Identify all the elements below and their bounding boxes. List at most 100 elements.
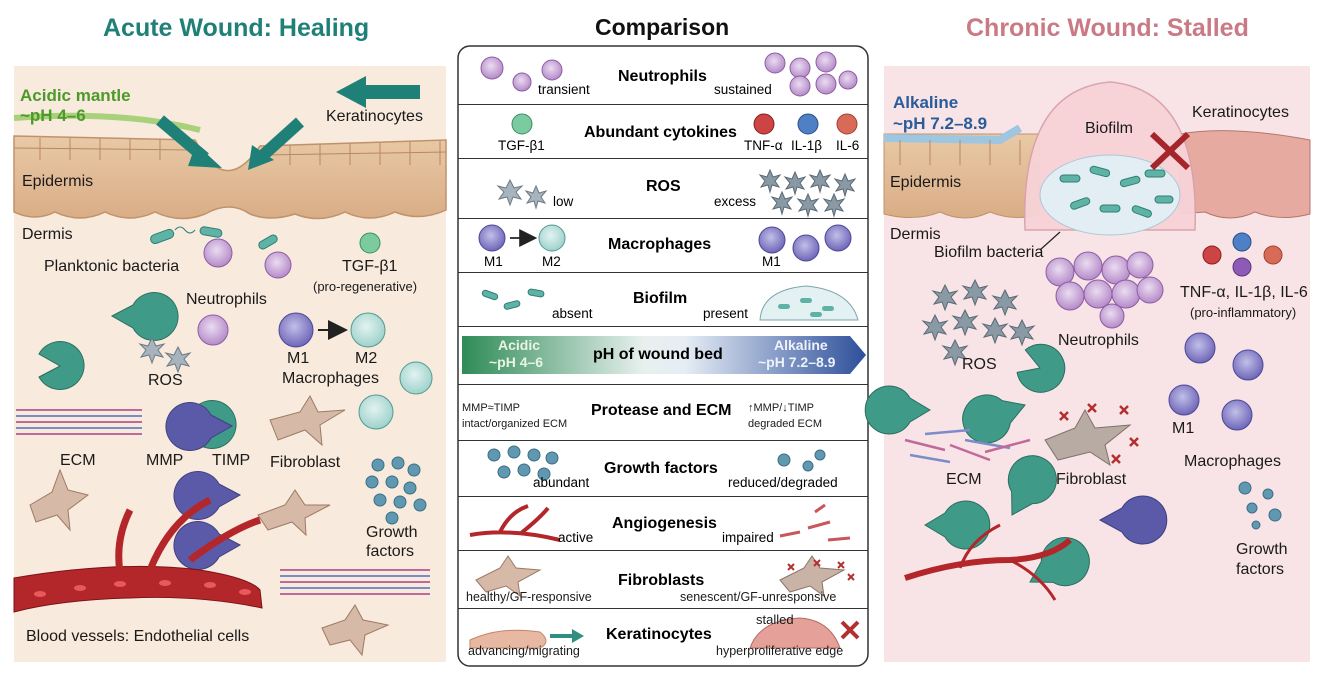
row-protease-title: Protease and ECM: [591, 402, 732, 419]
row-protease-left: MMP≈TIMP: [462, 402, 520, 414]
biofilm-label: Biofilm: [1085, 120, 1134, 137]
row-sep-2: [458, 158, 868, 159]
degraded-ecm-right: [904, 428, 1031, 464]
row-biofilm-right: present: [703, 306, 749, 321]
neutrophils-label-left: Neutrophils: [186, 291, 267, 308]
keratinocytes-label-right: Keratinocytes: [1192, 104, 1289, 121]
row-ph-left: Acidic: [498, 337, 541, 353]
row-sep-1: [458, 104, 868, 105]
neutrophils-left: [197, 238, 292, 346]
dermis-label-right: Dermis: [890, 226, 941, 243]
macrophages-label-left: Macrophages: [282, 370, 379, 387]
acidic-mantle-ph: ~pH 4–6: [20, 106, 86, 125]
planktonic-bacteria-label: Planktonic bacteria: [44, 258, 180, 275]
row-ros-right: excess: [714, 194, 757, 209]
row-biofilm-left: absent: [552, 306, 593, 321]
row-growth-right: reduced/degraded: [728, 475, 838, 490]
row-growth-left: abundant: [533, 475, 590, 490]
row-ph-right: Alkaline: [774, 337, 828, 353]
ecm-label-right: ECM: [946, 471, 982, 488]
acute-epidermis-layer: [13, 135, 447, 220]
fibroblast-label-left: Fibroblast: [270, 454, 341, 471]
row-sep-3: [458, 218, 868, 219]
mmp-label-left: MMP: [146, 452, 184, 469]
degraded-growth-factors: [1238, 481, 1282, 530]
acidic-mantle-label: Acidic mantle: [20, 86, 131, 105]
tgf-label-left: TGF-β1: [342, 258, 398, 275]
macrophages-label-right: Macrophages: [1184, 453, 1281, 470]
row-ph-right2: ~pH 7.2–8.9: [758, 354, 836, 370]
macrophages-right: [1168, 332, 1264, 431]
fibroblast-label-right: Fibroblast: [1056, 471, 1127, 488]
chronic-title: Chronic Wound: Stalled: [966, 14, 1249, 42]
row-fibro-title: Fibroblasts: [618, 572, 705, 589]
m2-macrophage-left: [350, 312, 386, 348]
row-cytokines-left: TGF-β1: [498, 138, 545, 153]
biofilm-bacteria-cluster: [1059, 165, 1174, 218]
comparison-neutrophils-icons: [480, 51, 858, 97]
row-cytokines-il6: IL-6: [836, 138, 860, 153]
ecm-label-left: ECM: [60, 452, 96, 469]
blood-vessels-left: [13, 496, 263, 613]
growth-factors-left: [365, 456, 427, 525]
row-ros-title: ROS: [646, 178, 681, 195]
row-protease-right: ↑MMP/↓TIMP: [748, 402, 814, 414]
row-macrophages-m2: M2: [542, 254, 561, 269]
growth-label-left-2: factors: [366, 543, 415, 560]
ecm-left: [16, 409, 430, 595]
row-fibro-left: healthy/GF-responsive: [466, 590, 592, 604]
neutrophils-label-right: Neutrophils: [1058, 332, 1139, 349]
acute-title: Acute Wound: Healing: [103, 14, 370, 42]
row-ph-left2: ~pH 4–6: [489, 354, 544, 370]
cytokines-label-right: TNF-α, IL-1β, IL-6: [1180, 284, 1308, 301]
comparison-title: Comparison: [595, 14, 730, 40]
row-sep-4: [458, 272, 868, 273]
cytokine-beads-right: [1202, 232, 1283, 277]
row-cytokines-tnf: TNF-α: [744, 138, 783, 153]
tgf-bead-left: [359, 232, 381, 254]
row-biofilm-title: Biofilm: [633, 290, 688, 307]
stalled-x-icon: [1149, 131, 1191, 171]
dermis-label-left: Dermis: [22, 226, 73, 243]
alkaline-label: Alkaline: [893, 93, 959, 112]
m1-macrophage-left: [278, 312, 314, 348]
m2-label-left: M2: [355, 350, 378, 367]
epidermis-label-left: Epidermis: [22, 173, 94, 190]
ros-label-left: ROS: [148, 372, 183, 389]
row-kerat-title: Keratinocytes: [606, 626, 712, 643]
alkaline-ph: ~pH 7.2–8.9: [893, 114, 988, 133]
timp-label-left: TIMP: [212, 452, 251, 469]
m1-label-left: M1: [287, 350, 310, 367]
row-macrophages-title: Macrophages: [608, 236, 712, 253]
ph-gradient-bar: [462, 336, 866, 374]
row-sep-9: [458, 550, 868, 551]
biofilm-matrix: [1039, 154, 1181, 236]
row-sep-10: [458, 608, 868, 609]
row-ros-left: low: [553, 194, 574, 209]
ros-cluster-right: [921, 278, 1036, 367]
growth-label-right-2: factors: [1236, 561, 1285, 578]
biofilm-bacteria-label: Biofilm bacteria: [934, 244, 1044, 261]
row-fibro-right: senescent/GF-unresponsive: [680, 590, 837, 604]
planktonic-bacteria-left: [150, 226, 278, 250]
cytokines-note-right: (pro-inflammatory): [1190, 305, 1297, 320]
row-kerat-right: hyperproliferative edge: [716, 644, 844, 658]
tgf-note-left: (pro-regenerative): [313, 279, 418, 294]
row-protease-left2: intact/organized ECM: [462, 418, 568, 430]
keratinocytes-label-left: Keratinocytes: [326, 108, 423, 125]
row-kerat-stalled: stalled: [756, 612, 794, 627]
ros-label-right: ROS: [962, 356, 997, 373]
row-sep-7: [458, 440, 868, 441]
growth-label-left-1: Growth: [366, 524, 418, 541]
row-sep-6: [458, 384, 868, 385]
row-protease-right2: degraded ECM: [748, 418, 822, 430]
growth-label-right-1: Growth: [1236, 541, 1288, 558]
row-growth-title: Growth factors: [604, 460, 718, 477]
row-sep-5: [458, 326, 868, 327]
blood-vessels-label: Blood vessels: Endothelial cells: [26, 628, 250, 645]
row-cytokines-title: Abundant cytokines: [584, 124, 737, 141]
row-macrophages-m1: M1: [484, 254, 503, 269]
row-macrophages-right: M1: [762, 254, 781, 269]
neutrophil-cluster-right: [1045, 251, 1164, 329]
